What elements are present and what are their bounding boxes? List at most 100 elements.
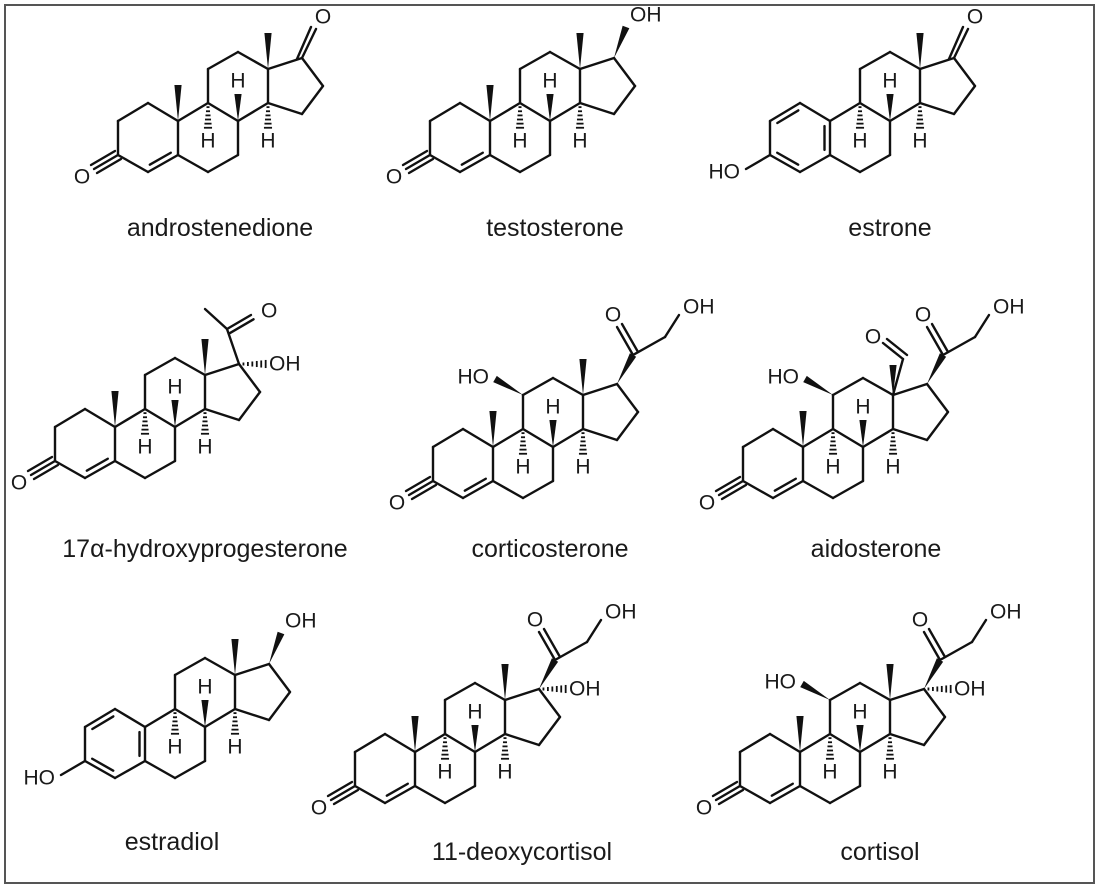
oxygen-label: O — [311, 797, 327, 820]
hydrogen-label: H — [542, 70, 557, 93]
c19-methyl-wedge — [489, 411, 497, 447]
ring-a — [26, 407, 117, 481]
ring-bond — [858, 101, 892, 123]
c8-h-wedge — [546, 94, 554, 121]
c18-methyl-wedge — [576, 33, 584, 69]
c20-carbonyl-bond — [925, 325, 945, 357]
ring-bond — [413, 732, 447, 754]
hydrogen-label: H — [437, 761, 452, 784]
c8-h-wedge — [886, 94, 894, 121]
c18-methyl-wedge — [916, 33, 924, 69]
aromatic-double-bond — [91, 757, 115, 772]
c20-carbonyl-bond — [537, 630, 557, 662]
c14-h-hash — [200, 412, 210, 435]
c18-carbonyl-bond — [881, 341, 905, 361]
ring-bond — [83, 707, 117, 729]
ring-bond — [461, 479, 495, 500]
c18-carbonyl-bond — [885, 337, 909, 357]
c8-h-wedge — [859, 420, 867, 447]
ring-a — [404, 427, 495, 501]
c3-carbonyl-bond — [92, 153, 120, 171]
molecule-name: aidosterone — [811, 535, 942, 563]
ring-bond — [578, 101, 616, 116]
ring-a — [714, 427, 805, 501]
ring-bond — [858, 50, 892, 71]
c18-methyl-wedge — [201, 339, 209, 375]
ring-bond — [831, 427, 865, 449]
c17-carbonyl-bond — [300, 27, 318, 60]
c20-carbonyl-bond — [542, 627, 562, 659]
hydrogen-label: H — [467, 701, 482, 724]
ring-bond — [176, 153, 210, 174]
ring-bond — [488, 153, 522, 174]
oxygen-label: O — [389, 492, 405, 515]
hydrogen-label: H — [855, 396, 870, 419]
ring-bond — [798, 101, 832, 123]
ring-bond — [173, 707, 207, 729]
ring-bond — [173, 759, 207, 780]
ring-bond — [461, 427, 495, 449]
c8-h-wedge — [471, 725, 479, 752]
steroid-skeleton — [489, 313, 681, 500]
ring-bond — [798, 732, 832, 754]
c9-h-hash — [440, 737, 450, 760]
c3-carbonyl-bond — [32, 463, 60, 481]
c8-h-wedge — [234, 94, 242, 121]
ring-bond — [383, 732, 417, 754]
oxygen-label: O — [912, 609, 928, 632]
c17-carbonyl-bond — [952, 27, 970, 60]
c17-c20-bond — [225, 327, 241, 366]
c14-h-hash — [263, 106, 273, 129]
c21-oh-bond — [585, 618, 603, 644]
c18-methyl-wedge — [501, 664, 509, 700]
ring-bond — [206, 153, 240, 174]
c3-carbonyl-bond — [717, 479, 745, 497]
ring-bond — [741, 427, 775, 449]
hydrogen-label: H — [575, 456, 590, 479]
ring-bond — [922, 687, 947, 719]
ring-bond — [488, 101, 522, 123]
hydrogen-label: H — [512, 130, 527, 153]
ring-bond — [353, 784, 387, 805]
c3-carbonyl-bond — [711, 780, 739, 798]
ring-a — [326, 732, 417, 806]
ring-bond — [236, 101, 270, 123]
ring-bond — [888, 50, 922, 71]
ring-a — [401, 101, 492, 175]
ring-bond — [143, 707, 177, 729]
c9-h-hash — [855, 106, 865, 129]
ring-bond — [925, 382, 950, 414]
c3-carbonyl-bond — [329, 784, 357, 802]
ring-bond — [143, 759, 177, 780]
ring-bond — [267, 690, 292, 722]
c19-methyl-wedge — [174, 85, 182, 121]
ring-bond — [581, 382, 619, 397]
c3-carbonyl-bond — [407, 479, 435, 497]
ring-bond — [858, 153, 892, 174]
c21-oh-bond — [663, 313, 681, 339]
ring-bond — [768, 101, 802, 123]
c14-h-hash — [230, 712, 240, 735]
c20-carbonyl-bond — [922, 630, 942, 662]
ring-bond — [521, 427, 555, 449]
c18-methyl-wedge — [579, 359, 587, 395]
ring-bond — [952, 84, 977, 116]
ring-bond — [491, 427, 525, 449]
c14-h-hash — [888, 432, 898, 455]
ring-bond — [891, 382, 929, 397]
ring-bond — [537, 687, 562, 719]
oh-label: OH — [993, 296, 1025, 319]
ring-bond — [738, 784, 772, 805]
c4-c5-double-bond — [770, 782, 794, 797]
ring-bond — [173, 656, 207, 677]
ring-bond — [113, 407, 147, 429]
steroid-skeleton — [143, 631, 292, 780]
c19-methyl-wedge — [799, 411, 807, 447]
c19-methyl-wedge — [486, 85, 494, 121]
c18-methyl-wedge — [264, 33, 272, 69]
ring-bond — [771, 427, 805, 449]
